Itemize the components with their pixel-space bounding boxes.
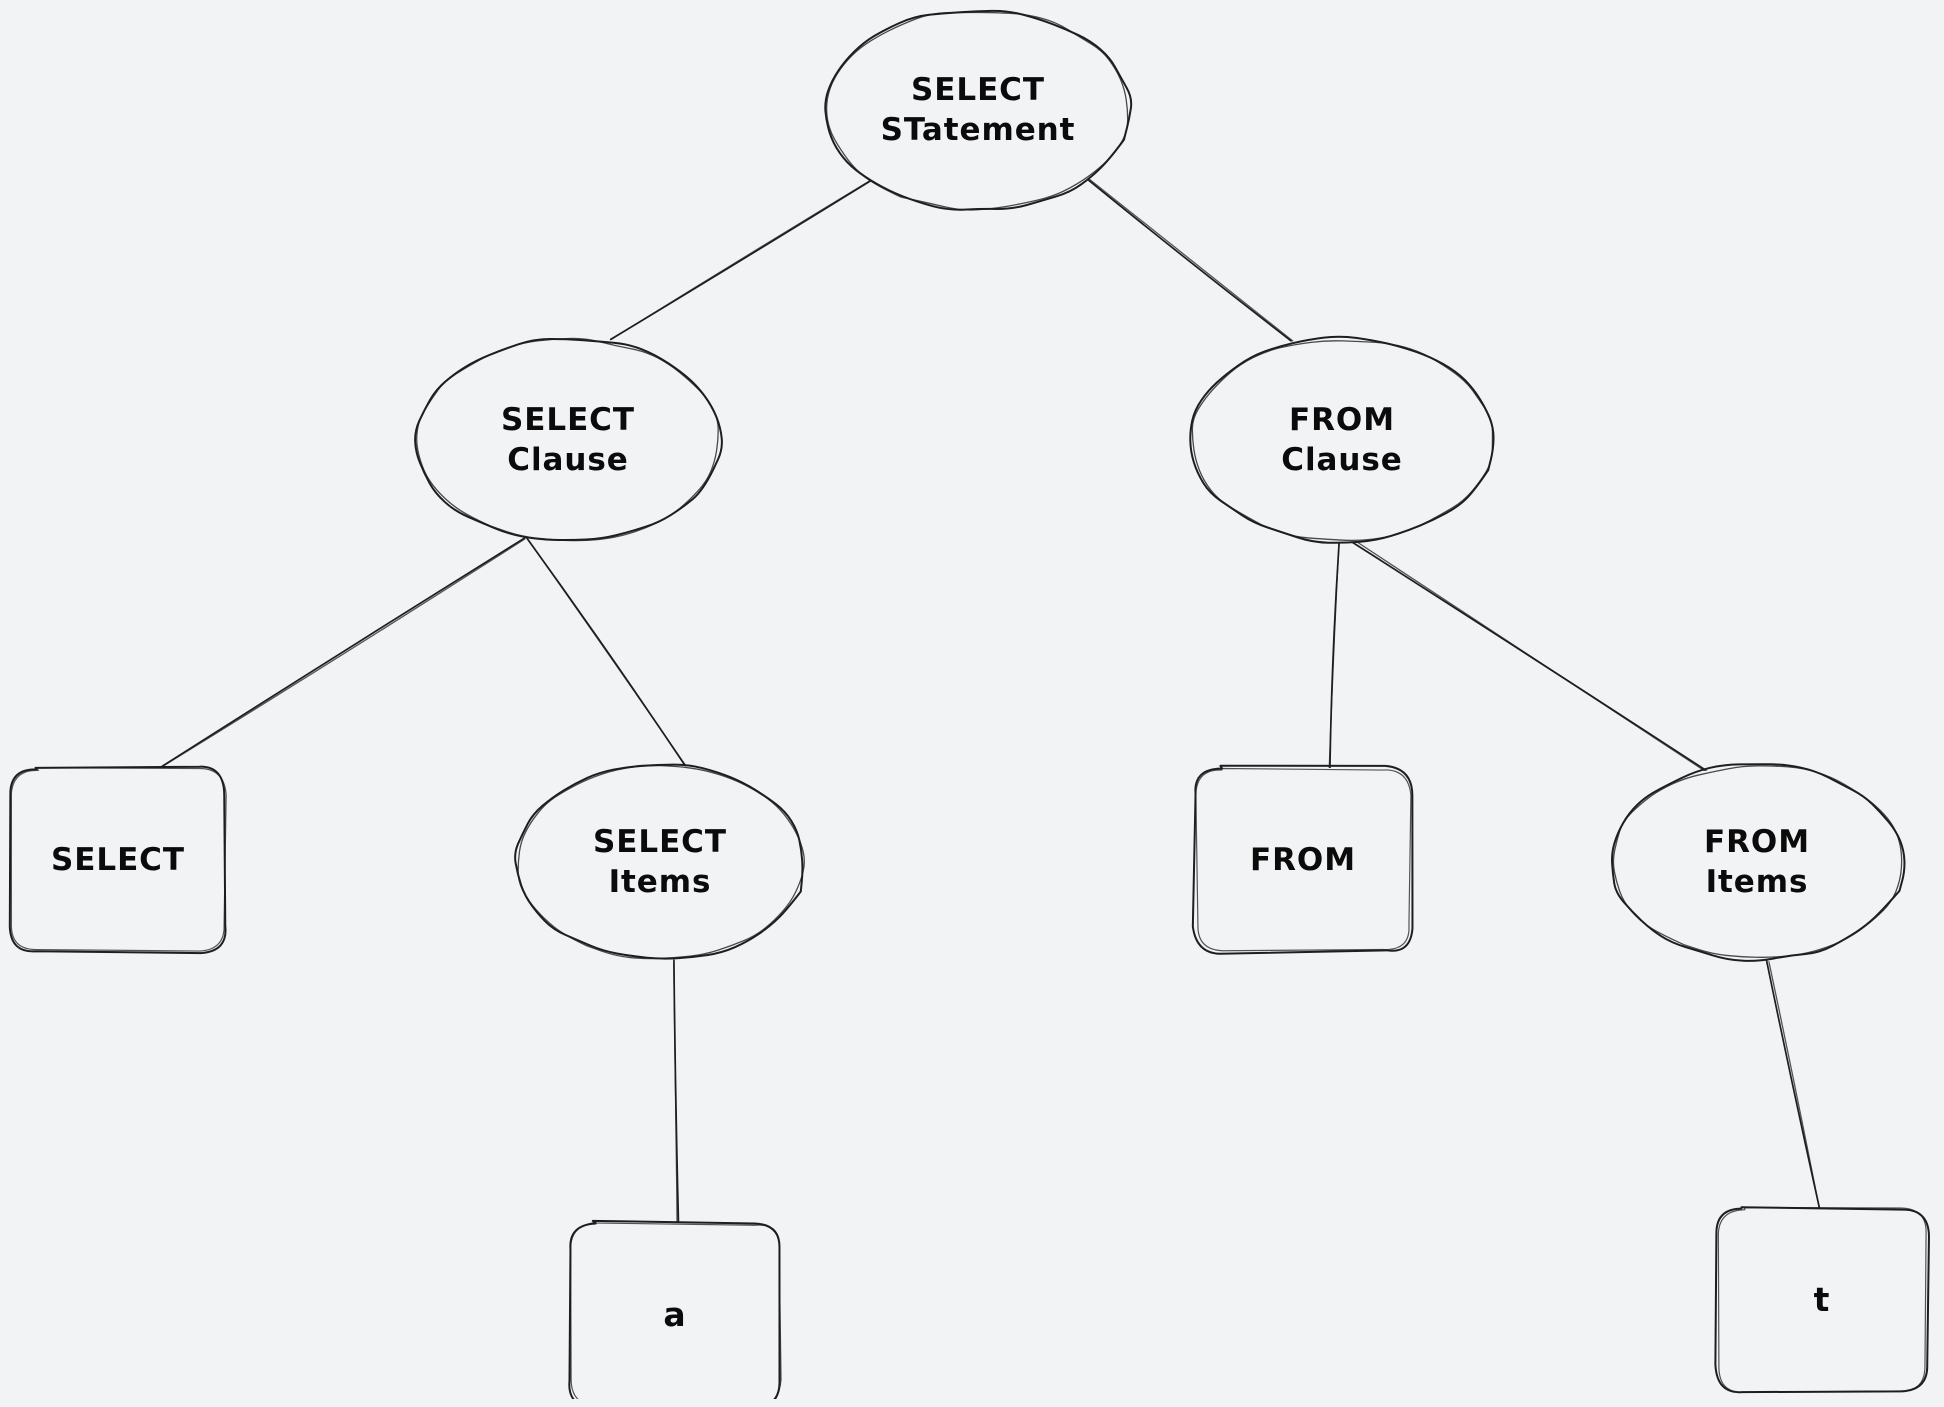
- edge-select-items-to-leaf-a: [673, 959, 680, 1229]
- edge-from-clause-to-from-terminal: [1328, 542, 1340, 776]
- edge-from-items-to-leaf-t: [1765, 959, 1822, 1213]
- edge-from-clause-to-from-items: [1351, 538, 1713, 776]
- edge-select-clause-to-select-items: [525, 536, 690, 772]
- edges-group: [146, 177, 1822, 1229]
- node-leaf-t[interactable]: [1714, 1206, 1930, 1394]
- node-select-items[interactable]: [514, 763, 805, 960]
- node-select-terminal[interactable]: [8, 765, 227, 955]
- node-from-clause[interactable]: [1189, 335, 1495, 544]
- node-from-items[interactable]: [1610, 763, 1906, 962]
- node-select-clause[interactable]: [414, 337, 723, 542]
- node-select-statement[interactable]: [824, 9, 1133, 211]
- edge-select-clause-to-select-terminal: [146, 536, 526, 777]
- node-from-terminal[interactable]: [1191, 764, 1414, 955]
- nodes-group: [8, 9, 1930, 1399]
- edge-select-statement-to-from-clause: [1086, 177, 1294, 342]
- edge-select-statement-to-select-clause: [609, 178, 874, 341]
- node-leaf-a[interactable]: [568, 1219, 782, 1399]
